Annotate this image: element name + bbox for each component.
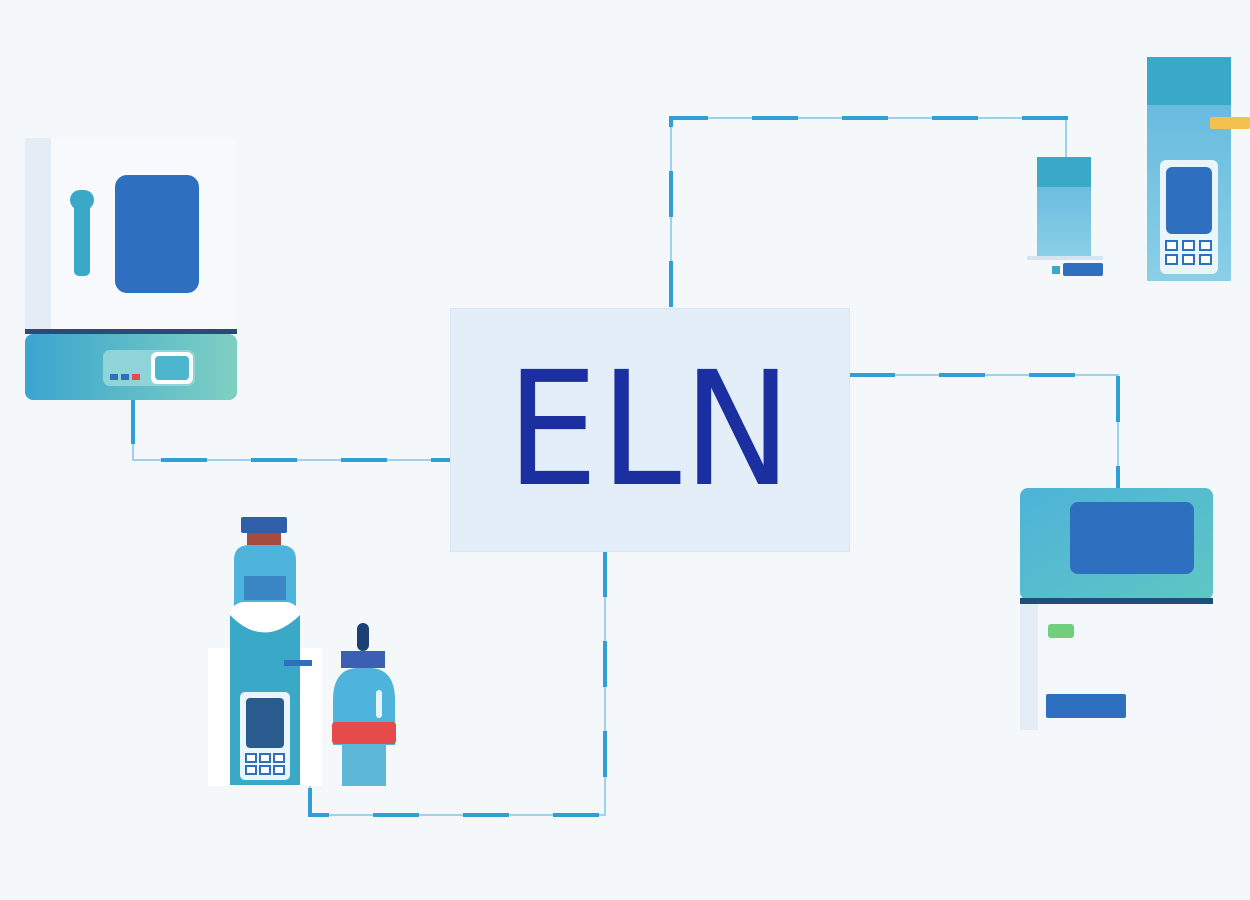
connector-left <box>132 399 451 461</box>
lab-centrifuge-icon <box>1020 488 1213 730</box>
eln-label: ELN <box>506 338 794 522</box>
eln-central-box: ELN <box>450 308 850 552</box>
lab-incubator-icon <box>25 138 237 400</box>
connector-right <box>850 374 1119 489</box>
connector-lines <box>131 116 1120 817</box>
lab-analyzer-icon <box>1027 57 1250 281</box>
connector-top-right <box>670 117 1067 306</box>
reagent-bottle-icon <box>208 517 396 786</box>
